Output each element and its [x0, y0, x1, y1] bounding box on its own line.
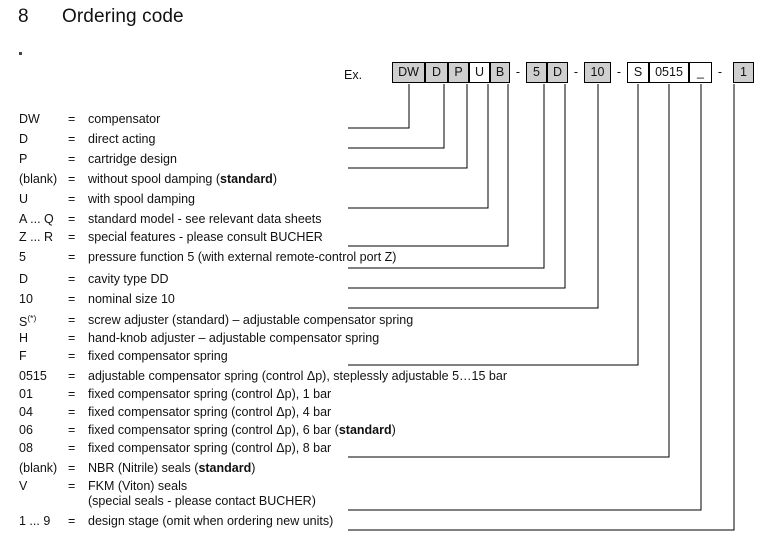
legend-equals-sign: = — [68, 461, 76, 475]
legend-equals-sign: = — [68, 405, 76, 419]
legend-equals-sign: = — [68, 192, 76, 206]
legend-equals-sign: = — [68, 112, 76, 126]
legend-description: screw adjuster (standard) – adjustable c… — [88, 313, 414, 327]
legend-key: H — [19, 331, 29, 345]
legend-equals-sign: = — [68, 212, 76, 226]
legend-equals-sign: = — [68, 230, 76, 244]
legend-key-footnote-marker: (*) — [27, 313, 37, 323]
legend-equals-sign: = — [68, 132, 76, 146]
code-box-u[interactable]: U — [469, 62, 490, 83]
code-box-10[interactable]: 10 — [584, 62, 611, 83]
legend-key: Z ... R — [19, 230, 54, 244]
legend-description: direct acting — [88, 132, 156, 146]
legend-equals-sign: = — [68, 172, 76, 186]
code-box-s[interactable]: S — [627, 62, 649, 83]
legend-description: fixed compensator spring (control Δp), 1… — [88, 387, 332, 401]
legend-description: special features - please consult BUCHER — [88, 230, 323, 244]
legend-equals-sign: = — [68, 479, 76, 493]
legend-key: P — [19, 152, 28, 166]
legend-equals-sign: = — [68, 250, 76, 264]
code-separator-4: - — [717, 65, 723, 79]
legend-key: (blank) — [19, 461, 58, 475]
legend-description: compensator — [88, 112, 161, 126]
example-label: Ex. — [344, 68, 363, 82]
legend-description: standard model - see relevant data sheet… — [88, 212, 322, 226]
legend-key: A ... Q — [19, 212, 54, 226]
legend-key: 1 ... 9 — [19, 514, 51, 528]
code-box-b[interactable]: B — [490, 62, 510, 83]
tick-mark — [19, 52, 22, 55]
legend-equals-sign: = — [68, 514, 76, 528]
code-separator-3: - — [616, 65, 622, 79]
code-box-d[interactable]: D — [547, 62, 568, 83]
legend-key: U — [19, 192, 29, 206]
code-box-5[interactable]: 5 — [526, 62, 547, 83]
legend-description: design stage (omit when ordering new uni… — [88, 514, 334, 528]
legend-description: fixed compensator spring (control Δp), 4… — [88, 405, 332, 419]
section-number: 8 — [18, 6, 29, 27]
legend-equals-sign: = — [68, 152, 76, 166]
page-title: 8 Ordering code — [18, 6, 184, 28]
legend-key: D — [19, 272, 29, 286]
legend-description: nominal size 10 — [88, 292, 175, 306]
legend-description: fixed compensator spring — [88, 349, 228, 363]
legend-equals-sign: = — [68, 349, 76, 363]
legend-description: (special seals - please contact BUCHER) — [88, 494, 316, 508]
legend-description: with spool damping — [88, 192, 196, 206]
code-box--[interactable]: _ — [689, 62, 712, 83]
legend-description: fixed compensator spring (control Δp), 8… — [88, 441, 332, 455]
legend-key: 04 — [19, 405, 33, 419]
legend-description: cartridge design — [88, 152, 177, 166]
code-box-1[interactable]: 1 — [733, 62, 754, 83]
legend-key: D — [19, 132, 29, 146]
legend-equals-sign: = — [68, 331, 76, 345]
legend-description: hand-knob adjuster – adjustable compensa… — [88, 331, 380, 345]
code-box-dw[interactable]: DW — [392, 62, 425, 83]
legend-equals-sign: = — [68, 292, 76, 306]
legend-description: fixed compensator spring (control Δp), 6… — [88, 423, 396, 437]
legend-equals-sign: = — [68, 313, 76, 327]
code-box-p[interactable]: P — [448, 62, 469, 83]
code-separator-1: - — [515, 65, 521, 79]
legend-key: (blank) — [19, 172, 58, 186]
legend-key: DW — [19, 112, 40, 126]
code-separator-2: - — [573, 65, 579, 79]
legend-equals-sign: = — [68, 387, 76, 401]
legend-equals-sign: = — [68, 369, 76, 383]
legend-description: FKM (Viton) seals — [88, 479, 188, 493]
code-box-d[interactable]: D — [425, 62, 448, 83]
legend-description: adjustable compensator spring (control Δ… — [88, 369, 507, 383]
legend-key: V — [19, 479, 28, 493]
legend-description: NBR (Nitrile) seals (standard) — [88, 461, 256, 475]
legend-key: 0515 — [19, 369, 47, 383]
section-title: Ordering code — [62, 6, 184, 27]
legend-equals-sign: = — [68, 423, 76, 437]
legend-equals-sign: = — [68, 272, 76, 286]
legend-equals-sign: = — [68, 441, 76, 455]
legend-description: without spool damping (standard) — [88, 172, 277, 186]
legend-description: pressure function 5 (with external remot… — [88, 250, 397, 264]
legend-key: 08 — [19, 441, 33, 455]
legend-key: S(*) — [19, 313, 37, 330]
code-box-0515[interactable]: 0515 — [649, 62, 689, 83]
legend-key: F — [19, 349, 27, 363]
legend-description: cavity type DD — [88, 272, 169, 286]
legend-key: 06 — [19, 423, 33, 437]
legend-key: 01 — [19, 387, 33, 401]
legend-key: 10 — [19, 292, 33, 306]
legend-key: 5 — [19, 250, 26, 264]
